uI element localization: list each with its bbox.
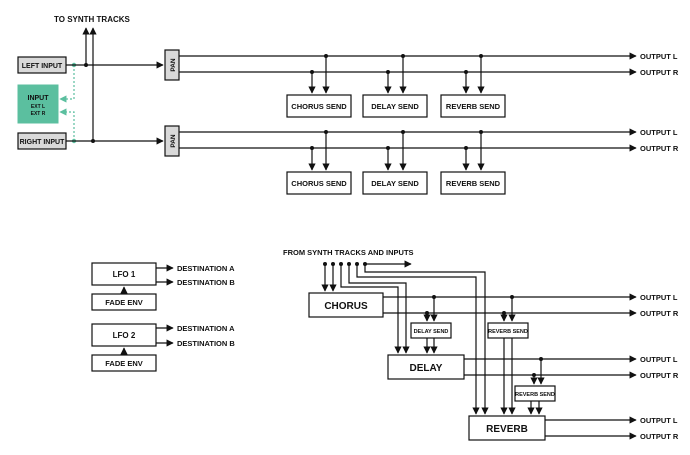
lfo1-group: LFO 1 FADE ENV DESTINATION A DESTINATION… [91,262,235,311]
lfo1-dest-a: DESTINATION A [177,264,235,273]
input-ext-title: INPUT [28,95,50,102]
row1-output-l-label: OUTPUT L [640,52,678,61]
input-ext-r: EXT R [31,111,46,117]
lfo1-label: LFO 1 [113,270,136,279]
reverb-output-l-label: OUTPUT L [640,416,678,425]
delay-block: DELAY [387,354,465,380]
input-ext-l: EXT L [31,104,45,110]
fx-reverb-send-label-2: REVERB SEND [515,392,555,398]
reverb-output-r-label: OUTPUT R [640,432,679,441]
left-input-label: LEFT INPUT [22,63,63,70]
row2-output-r-label: OUTPUT R [640,144,679,153]
delay-output-l-label: OUTPUT L [640,355,678,364]
row1-chorus-send-label: CHORUS SEND [291,102,347,111]
row2-delay-send-box [362,171,428,195]
row2-chorus-send-label: CHORUS SEND [291,179,347,188]
lfo2-label: LFO 2 [113,331,136,340]
fade-env-2-label: FADE ENV [105,359,143,368]
lfo2-box [91,323,157,347]
fx-delay-send-box: DELAY SEND [410,322,452,339]
fx-reverb-send-box-2: REVERB SEND [514,385,556,402]
right-input-label: RIGHT INPUT [20,139,65,146]
row1-reverb-send-box [440,94,506,118]
row2-reverb-send-label: REVERB SEND [446,179,501,188]
pan-label-2: PAN [170,134,177,148]
reverb-block: REVERB [468,415,546,441]
fade-env-1-label: FADE ENV [105,298,143,307]
input-ext-block: INPUT EXT L EXT R [17,84,59,124]
row2-chorus-send-box [286,171,352,195]
lfo1-dest-b: DESTINATION B [177,278,235,287]
row1-reverb-send-label: REVERB SEND [446,102,501,111]
pan-block-1: PAN [164,49,180,81]
fx-delay-send-label: DELAY SEND [414,329,449,335]
row1-sends: CHORUS SEND DELAY SEND REVERB SEND [286,54,506,118]
to-synth-tracks-label: TO SYNTH TRACKS [54,15,131,24]
chorus-block: CHORUS [308,292,384,318]
from-synth-label: FROM SYNTH TRACKS AND INPUTS [283,248,414,257]
chorus-output-l-label: OUTPUT L [640,293,678,302]
chorus-label: CHORUS [324,301,368,312]
row2-reverb-send-box [440,171,506,195]
right-input-block: RIGHT INPUT [17,132,67,150]
reverb-label: REVERB [486,424,528,435]
chorus-output-r-label: OUTPUT R [640,309,679,318]
row1-output-r-label: OUTPUT R [640,68,679,77]
delay-label: DELAY [410,363,443,374]
input-ext-dashed-links [59,62,77,144]
row1-delay-send-label: DELAY SEND [371,102,419,111]
lfo2-dest-b: DESTINATION B [177,339,235,348]
left-input-block: LEFT INPUT [17,56,67,74]
row2-delay-send-label: DELAY SEND [371,179,419,188]
pan-block-2: PAN [164,125,180,157]
fx-input-dots [323,260,412,268]
lfo1-box [91,262,157,286]
row1-chorus-send-box [286,94,352,118]
pan-label-1: PAN [170,58,177,72]
fx-reverb-send-box-1: REVERB SEND [487,322,529,339]
row2-output-l-label: OUTPUT L [640,128,678,137]
lfo2-dest-a: DESTINATION A [177,324,235,333]
fx-reverb-send-label-1: REVERB SEND [488,329,528,335]
delay-output-r-label: OUTPUT R [640,371,679,380]
lfo2-group: LFO 2 FADE ENV DESTINATION A DESTINATION… [91,323,235,372]
row2-sends: CHORUS SEND DELAY SEND REVERB SEND [286,130,506,195]
row1-delay-send-box [362,94,428,118]
